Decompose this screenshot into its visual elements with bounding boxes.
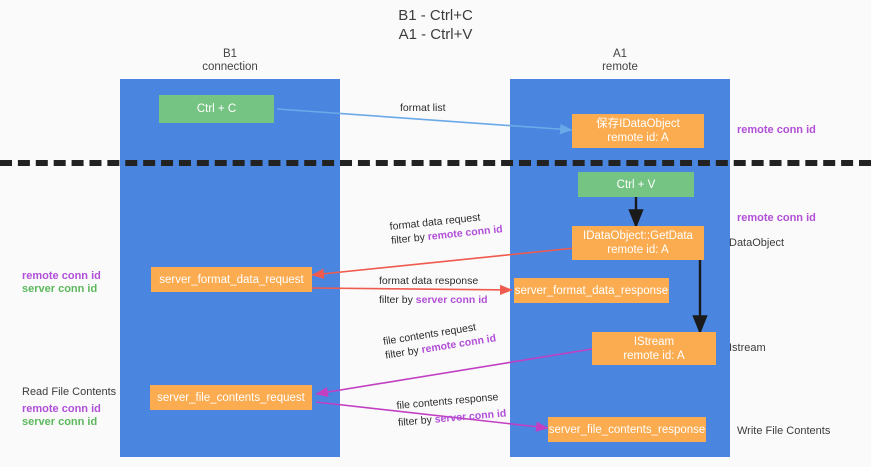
edge-label-format-data-response-filter: filter by server conn id (379, 293, 488, 307)
filter-key-server-conn-id-2: server conn id (434, 407, 507, 426)
annotation-left-server-conn-id: server conn id (22, 283, 98, 295)
filter-prefix: filter by (397, 413, 436, 429)
annotation-right-istream: Istream (729, 342, 766, 354)
annotation-left-remote-conn-id: remote conn id (22, 270, 101, 282)
edge-label-file-contents-request: file contents request filter by remote c… (382, 317, 497, 362)
edge-label-format-data-response-text: format data response (379, 275, 479, 287)
column-heading-left: B1 connection (202, 48, 258, 73)
node-getdata[interactable]: IDataObject::GetData remote id: A (572, 226, 704, 260)
node-server-format-data-response[interactable]: server_format_data_response (514, 278, 669, 303)
node-istream[interactable]: IStream remote id: A (592, 332, 716, 365)
edge-label-format-data-request: format data request filter by remote con… (389, 208, 503, 248)
column-heading-right: A1 remote (602, 48, 638, 73)
edge-label-file-contents-response: file contents response filter by server … (396, 390, 507, 430)
node-save-idataobject[interactable]: 保存IDataObject remote id: A (572, 114, 704, 148)
page-title: B1 - Ctrl+C A1 - Ctrl+V (398, 7, 473, 43)
filter-prefix: filter by (379, 294, 416, 306)
node-server-file-contents-response[interactable]: server_file_contents_response (548, 417, 706, 442)
annotation-left-read-file-contents: Read File Contents (22, 386, 117, 398)
node-ctrl-c[interactable]: Ctrl + C (159, 95, 274, 123)
edge-label-format-data-response: format data response filter by server co… (379, 274, 488, 307)
annotation-left-remote-conn-id-2: remote conn id (22, 403, 101, 415)
annotation-left-server-conn-id-2: server conn id (22, 416, 98, 428)
filter-prefix: filter by (390, 231, 429, 247)
annotation-right-remote-conn-id-mid: remote conn id (737, 212, 816, 224)
edge-label-format-list: format list (400, 102, 446, 114)
phase-divider (0, 160, 871, 166)
node-server-format-data-request[interactable]: server_format_data_request (151, 267, 312, 292)
annotation-right-dataobject: DataObject (729, 237, 785, 249)
node-server-file-contents-request[interactable]: server_file_contents_request (150, 385, 312, 410)
annotation-right-write-file-contents: Write File Contents (737, 425, 831, 437)
annotation-right-remote-conn-id-top: remote conn id (737, 124, 816, 136)
node-ctrl-v[interactable]: Ctrl + V (578, 172, 694, 197)
filter-key-server-conn-id: server conn id (415, 294, 488, 306)
